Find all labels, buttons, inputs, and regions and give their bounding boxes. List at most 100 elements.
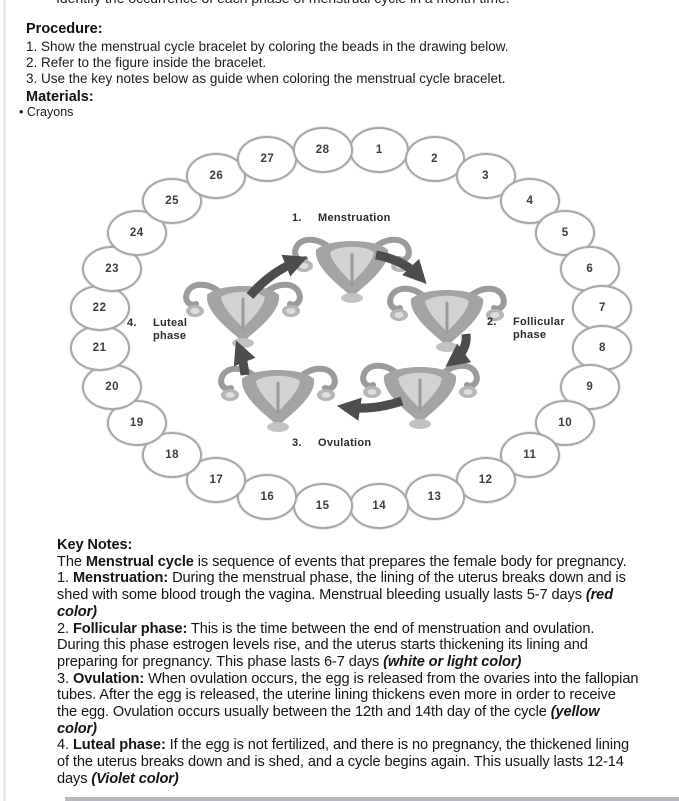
phase-label-text: Follicular phase (513, 316, 565, 341)
text-run: tubes. After the egg is released, the ut… (57, 687, 616, 704)
bead-22: 22 (69, 284, 130, 331)
cycle-arrow-ovulation-bottom (336, 396, 404, 421)
text-run: Menstrual cycle (85, 553, 194, 570)
phase-label-4: 4.Luteal phase (127, 317, 219, 343)
bead-number: 22 (92, 301, 107, 314)
text-run: When ovulation occurs, the egg is releas… (144, 670, 639, 687)
text-run: Menstruation: (72, 570, 169, 587)
phase-label-number: 3. (292, 437, 302, 449)
procedure-step: 1. Show the menstrual cycle bracelet by … (26, 39, 509, 54)
text-run: 3. (57, 670, 73, 687)
key-note-line: The Menstrual cycle is sequence of event… (57, 554, 679, 571)
bead-number: 12 (478, 473, 493, 486)
text-run: 1. (57, 570, 73, 587)
bead-8: 8 (572, 325, 633, 372)
text-run: Luteal phase: (72, 737, 166, 754)
text-run: shed with some blood trough the vagina. … (57, 587, 586, 604)
key-note-line: days (Violet color) (57, 771, 679, 788)
bead-number: 5 (561, 226, 569, 239)
text-run: color) (57, 720, 97, 737)
bead-number: 15 (315, 499, 330, 512)
text-run: The (57, 553, 86, 570)
bead-number: 23 (105, 262, 120, 275)
cycle-arrow-menstruation-to-follicular (375, 250, 427, 284)
bead-number: 18 (165, 448, 179, 461)
bead-number: 4 (526, 195, 534, 208)
bead-number: 21 (92, 342, 107, 355)
bead-17: 17 (186, 456, 247, 503)
bead-number: 20 (105, 381, 120, 394)
bead-number: 11 (523, 448, 537, 461)
text-run: During this phase estrogen levels rise, … (57, 637, 588, 654)
materials-item: • Crayons (19, 105, 74, 119)
bead-16: 16 (237, 473, 298, 520)
cycle-figure (0, 128, 679, 540)
bead-4: 4 (499, 178, 560, 225)
bead-number: 8 (598, 342, 606, 355)
key-note-line: 3. Ovulation: When ovulation occurs, the… (57, 671, 679, 688)
key-note-line: preparing for pregnancy. This phase last… (57, 654, 679, 671)
key-note-line: shed with some blood trough the vagina. … (57, 587, 679, 604)
bottom-divider-bar (65, 797, 679, 801)
uterus-illustration-post-ovulation (221, 369, 335, 432)
text-run: Follicular phase: (72, 620, 188, 637)
phase-label-3: 3. Ovulation (292, 437, 371, 450)
procedure-step: 3. Use the key notes below as guide when… (26, 71, 506, 87)
bead-25: 25 (142, 178, 203, 225)
text-run: preparing for pregnancy. This phase last… (57, 653, 384, 670)
text-run: This is the time between the end of mens… (187, 620, 595, 637)
text-run: color) (57, 603, 97, 620)
text-run: If the egg is not fertilized, and there … (165, 737, 629, 754)
bead-26: 26 (186, 153, 247, 200)
bead-number: 24 (129, 226, 144, 239)
text-run: Ovulation: (72, 670, 145, 687)
text-run: the egg. Ovulation occurs usually betwee… (57, 704, 551, 721)
text-run: of the uterus breaks down and is shed, a… (57, 754, 624, 771)
key-note-line: color) (57, 721, 679, 738)
materials-list: • Crayons (19, 105, 73, 120)
bead-12: 12 (455, 456, 516, 503)
page-left-border (3, 0, 6, 801)
procedure-heading: Procedure: (26, 21, 103, 37)
bead-number: 17 (209, 473, 224, 486)
bead-number: 2 (431, 153, 439, 166)
key-note-line: 2. Follicular phase: This is the time be… (57, 621, 679, 638)
phase-label-text: Luteal phase (153, 317, 188, 342)
bead-number: 9 (586, 381, 594, 394)
bead-number: 27 (260, 153, 275, 166)
key-notes-paragraphs: The Menstrual cycle is sequence of event… (57, 554, 679, 788)
text-run: During the menstrual phase, the lining o… (168, 570, 626, 587)
uterus-illustration-ovulation (363, 366, 477, 429)
key-notes-heading: Key Notes: (57, 537, 133, 553)
bead-number: 1 (375, 144, 383, 157)
phase-label-number: 1. (292, 212, 302, 224)
phase-label-number: 2. (487, 316, 497, 328)
bead-number: 16 (260, 490, 275, 503)
key-note-line: 4. Luteal phase: If the egg is not ferti… (57, 737, 679, 754)
bead-14: 14 (349, 482, 410, 529)
key-notes-section: Key Notes: The Menstrual cycle is sequen… (57, 537, 679, 788)
text-run: (yellow (550, 704, 600, 721)
phase-label-1: 1. Menstruation (292, 212, 391, 225)
phase-label-text: Ovulation (318, 437, 372, 449)
bead-28: 28 (292, 127, 353, 174)
bead-number: 10 (558, 417, 573, 430)
bead-number: 28 (315, 144, 330, 157)
bead-24: 24 (106, 209, 167, 256)
text-run: (white or light color) (383, 653, 522, 670)
phase-label-text: Menstruation (318, 212, 391, 224)
key-note-line: of the uterus breaks down and is shed, a… (57, 754, 679, 771)
bead-13: 13 (404, 473, 465, 520)
bead-number: 3 (482, 170, 490, 183)
bead-number: 19 (129, 417, 144, 430)
bead-number: 6 (586, 262, 594, 275)
key-note-line: color) (57, 604, 679, 621)
key-note-line: During this phase estrogen levels rise, … (57, 637, 679, 654)
cycle-arrow-luteal-to-menstruation (246, 254, 308, 299)
procedure-step: 2. Refer to the figure inside the bracel… (26, 55, 267, 71)
phase-label-2: 2. Follicular phase (487, 316, 579, 342)
procedure-steps: 1. Show the menstrual cycle bracelet by … (26, 39, 509, 88)
bead-21: 21 (69, 325, 130, 372)
bead-20: 20 (82, 364, 143, 411)
